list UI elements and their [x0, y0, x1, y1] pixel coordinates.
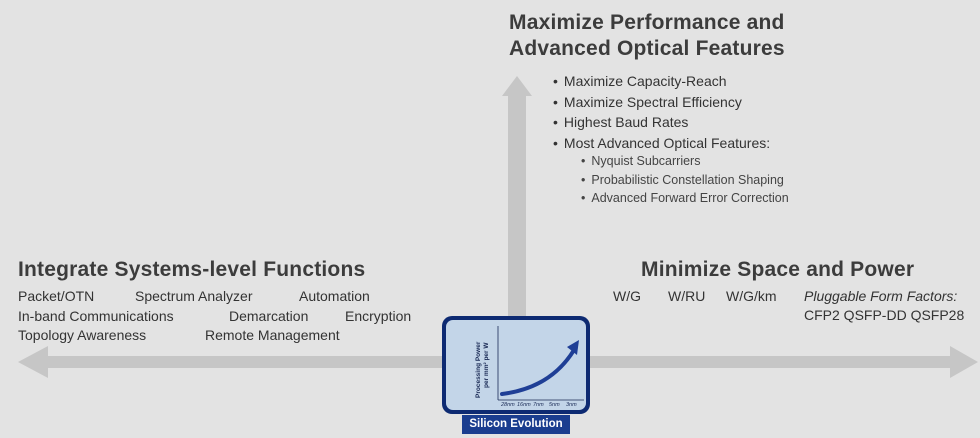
- feature-encryption: Encryption: [345, 308, 412, 324]
- tick-label: 3nm: [566, 402, 577, 408]
- growth-arrowhead: [567, 340, 579, 355]
- left-heading: Integrate Systems-level Functions: [18, 258, 366, 281]
- list-item: Maximize Spectral Efficiency: [553, 92, 770, 113]
- chip-ylabel-line2: per mm² per W: [483, 342, 490, 388]
- silicon-chip: Processing Power per mm² per W 28nm 16nm…: [442, 316, 590, 414]
- feature-automation: Automation: [299, 288, 370, 304]
- metric-wgkm: W/G/km: [726, 288, 777, 304]
- top-heading-line2: Advanced Optical Features: [509, 37, 785, 60]
- feature-topology: Topology Awareness: [18, 327, 147, 343]
- silicon-evolution-label: Silicon Evolution: [462, 415, 570, 434]
- metric-wg: W/G: [613, 288, 641, 304]
- list-item: Probabilistic Constellation Shaping: [581, 171, 789, 190]
- feature-packet-otn: Packet/OTN: [18, 288, 95, 304]
- pluggable-label: Pluggable Form Factors:: [804, 288, 958, 304]
- growth-curve-graphic: [497, 326, 584, 401]
- tick-label: 7nm: [533, 402, 544, 408]
- list-item: Highest Baud Rates: [553, 112, 770, 133]
- feature-inband: In-band Communications: [18, 308, 174, 324]
- tick-label: 28nm: [501, 402, 515, 408]
- chip-ylabel-line1: Processing Power: [475, 341, 482, 398]
- list-item: Advanced Forward Error Correction: [581, 189, 788, 208]
- chip-panel: Processing Power per mm² per W 28nm 16nm…: [446, 320, 586, 410]
- metric-wru: W/RU: [668, 288, 706, 304]
- tick-label: 16nm: [517, 402, 531, 408]
- list-item: Maximize Capacity-Reach: [553, 71, 770, 92]
- top-heading: Maximize Performance and Advanced Optica…: [509, 10, 785, 62]
- list-item: Most Advanced Optical Features:: [553, 133, 770, 154]
- top-bullet-list: Maximize Capacity-Reach Maximize Spectra…: [553, 71, 770, 153]
- feature-demarcation: Demarcation: [229, 308, 309, 324]
- top-sub-bullet-list: Nyquist Subcarriers Probabilistic Conste…: [581, 152, 789, 208]
- top-heading-line1: Maximize Performance and: [509, 11, 785, 34]
- growth-curve: [500, 348, 576, 396]
- feature-spectrum-analyzer: Spectrum Analyzer: [135, 288, 253, 304]
- list-item: Nyquist Subcarriers: [581, 152, 789, 171]
- form-factors: CFP2 QSFP-DD QSFP28: [804, 307, 965, 323]
- tick-label: 5nm: [549, 402, 560, 408]
- feature-remote-management: Remote Management: [205, 327, 340, 343]
- right-heading: Minimize Space and Power: [641, 258, 915, 281]
- vertical-arrow: [502, 76, 532, 318]
